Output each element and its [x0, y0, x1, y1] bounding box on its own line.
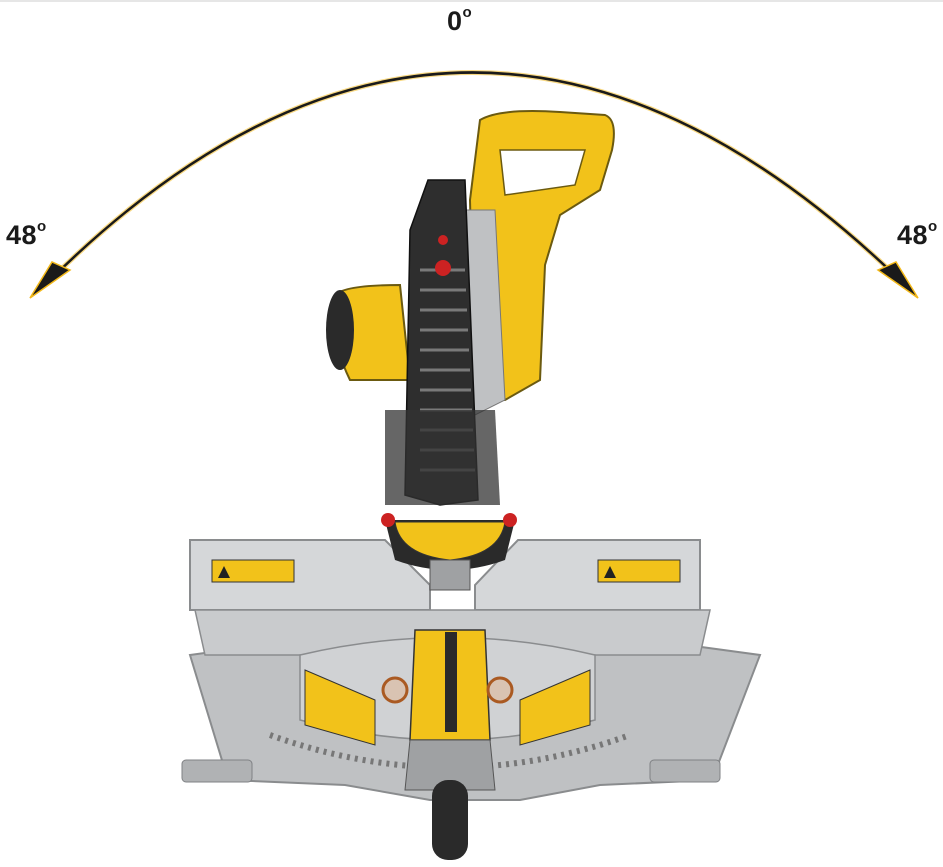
top-border — [0, 0, 943, 2]
saw-head — [326, 110, 615, 506]
angle-label-left: 48o — [6, 218, 47, 250]
saw-base — [181, 539, 762, 860]
angle-label-center: 0o — [447, 4, 473, 36]
double-headed-arc-arrow-icon — [29, 70, 919, 299]
angle-label-right: 48o — [897, 218, 938, 250]
bevel-scale — [381, 513, 517, 591]
